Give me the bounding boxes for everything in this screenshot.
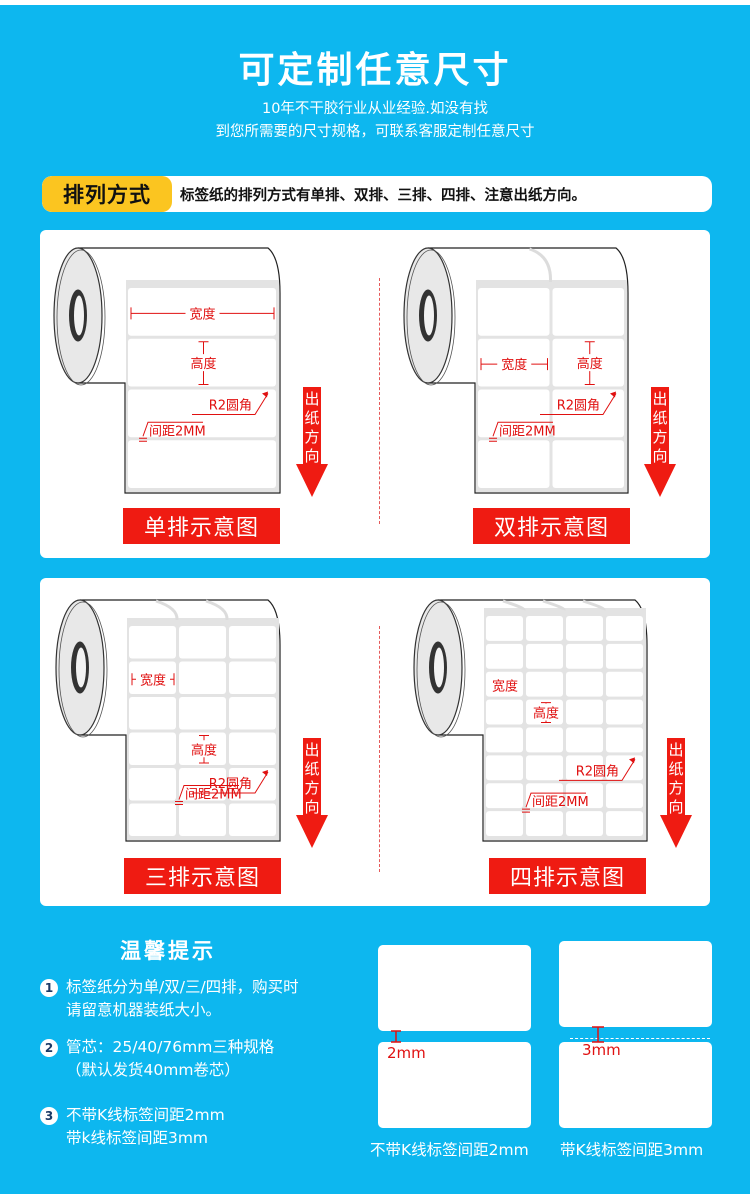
tip-3-line-2: 带k线标签间距3mm xyxy=(66,1129,209,1147)
page-title: 可定制任意尺寸 xyxy=(238,50,512,91)
tip-1-line-2: 请留意机器装纸大小。 xyxy=(66,1001,222,1019)
caption-kline: 带K线标签间距3mm xyxy=(560,1141,704,1159)
sample-label-bottom-kline xyxy=(559,1042,712,1128)
number-1-icon: 1 xyxy=(40,979,58,997)
arrangement-banner: 排列方式 标签纸的排列方式有单排、双排、三排、四排、注意出纸方向。 xyxy=(42,176,712,212)
quad-row-caption: 四排示意图 xyxy=(489,858,646,894)
double-row-caption: 双排示意图 xyxy=(473,508,630,544)
panel-divider xyxy=(379,626,380,872)
svg-text:R2圆角: R2圆角 xyxy=(209,777,252,792)
sample-label-top-no-kline xyxy=(378,945,531,1031)
arrangement-tag: 排列方式 xyxy=(42,176,172,212)
svg-text:间距2MM: 间距2MM xyxy=(149,424,206,439)
svg-text:间距2MM: 间距2MM xyxy=(532,795,589,810)
svg-text:高度: 高度 xyxy=(533,706,559,722)
arrangement-description: 标签纸的排列方式有单排、双排、三排、四排、注意出纸方向。 xyxy=(180,187,586,204)
number-2-icon: 2 xyxy=(40,1039,58,1057)
svg-text:间距2MM: 间距2MM xyxy=(185,788,242,803)
triple-row-diagram: 宽度高度 R2圆角间距2MM 出纸方向 三排示意图 xyxy=(40,578,375,906)
tip-2-line-2: （默认发货40mm卷芯） xyxy=(66,1061,240,1079)
svg-text:宽度: 宽度 xyxy=(189,306,215,322)
svg-text:纸: 纸 xyxy=(304,409,319,427)
svg-text:出: 出 xyxy=(668,741,683,759)
tips-title: 温馨提示 xyxy=(120,939,216,963)
svg-text:高度: 高度 xyxy=(190,356,216,372)
tip-item-1: 1 标签纸分为单/双/三/四排，购买时 请留意机器装纸大小。 xyxy=(40,976,299,1022)
gap-label-2mm: 2mm xyxy=(387,1044,426,1062)
single-row-caption: 单排示意图 xyxy=(123,508,280,544)
svg-text:方: 方 xyxy=(652,428,667,446)
triple-row-caption: 三排示意图 xyxy=(124,858,281,894)
svg-text:间距2MM: 间距2MM xyxy=(499,424,556,439)
page-background: 可定制任意尺寸 10年不干胶行业从业经验.如没有找 到您所需要的尺寸规格，可联系… xyxy=(0,5,750,1194)
gap-label-3mm: 3mm xyxy=(582,1041,621,1059)
svg-text:向: 向 xyxy=(668,798,683,816)
svg-text:向: 向 xyxy=(304,798,319,816)
gap-marker-icon xyxy=(592,1026,604,1043)
svg-text:纸: 纸 xyxy=(304,760,319,778)
svg-text:R2圆角: R2圆角 xyxy=(209,399,252,414)
svg-text:向: 向 xyxy=(652,447,667,465)
caption-no-kline: 不带K线标签间距2mm xyxy=(370,1141,529,1159)
svg-text:高度: 高度 xyxy=(191,742,217,758)
svg-text:宽度: 宽度 xyxy=(501,357,527,373)
svg-text:方: 方 xyxy=(668,779,683,797)
double-row-diagram: 宽度 高度 R2圆角间距2MM 出纸方向 双排示意图 xyxy=(375,230,710,558)
tip-item-3: 3 不带K线标签间距2mm 带k线标签间距3mm xyxy=(40,1104,225,1150)
tip-3-line-1: 不带K线标签间距2mm xyxy=(66,1106,225,1124)
number-3-icon: 3 xyxy=(40,1107,58,1125)
tip-1-line-1: 标签纸分为单/双/三/四排，购买时 xyxy=(66,978,299,996)
tip-item-2: 2 管芯：25/40/76mm三种规格 （默认发货40mm卷芯） xyxy=(40,1036,274,1082)
panel-divider xyxy=(379,278,380,524)
single-row-diagram: 宽度高度 R2圆角间距2MM 出纸方向 单排示意图 xyxy=(40,230,375,558)
gap-marker-icon xyxy=(391,1030,401,1043)
svg-text:纸: 纸 xyxy=(668,760,683,778)
page-subtitle: 10年不干胶行业从业经验.如没有找 到您所需要的尺寸规格，可联系客服定制任意尺寸 xyxy=(0,98,750,144)
svg-text:宽度: 宽度 xyxy=(140,672,166,688)
svg-text:出: 出 xyxy=(652,390,667,408)
svg-text:方: 方 xyxy=(304,779,319,797)
svg-text:宽度: 宽度 xyxy=(492,679,518,695)
subtitle-line-2: 到您所需要的尺寸规格，可联系客服定制任意尺寸 xyxy=(215,124,535,140)
svg-text:方: 方 xyxy=(304,428,319,446)
k-line-dashed xyxy=(570,1038,710,1039)
svg-text:R2圆角: R2圆角 xyxy=(557,399,600,414)
svg-text:高度: 高度 xyxy=(577,356,603,372)
svg-text:R2圆角: R2圆角 xyxy=(576,764,619,779)
svg-text:出: 出 xyxy=(304,390,319,408)
quad-row-diagram: 宽度高度 R2圆角间距2MM 出纸方向 四排示意图 xyxy=(375,578,710,906)
svg-text:纸: 纸 xyxy=(652,409,667,427)
tip-2-line-1: 管芯：25/40/76mm三种规格 xyxy=(66,1038,275,1056)
svg-text:向: 向 xyxy=(304,447,319,465)
svg-text:出: 出 xyxy=(304,741,319,759)
sample-label-bottom-no-kline xyxy=(378,1042,531,1128)
sample-label-top-kline xyxy=(559,941,712,1027)
subtitle-line-1: 10年不干胶行业从业经验.如没有找 xyxy=(261,101,489,117)
